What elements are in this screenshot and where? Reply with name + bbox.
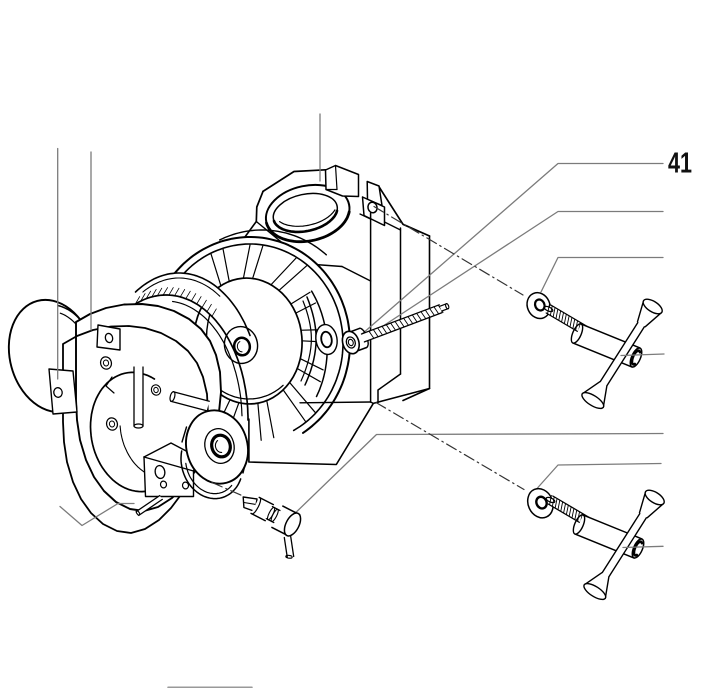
svg-text:41: 41: [668, 148, 692, 180]
